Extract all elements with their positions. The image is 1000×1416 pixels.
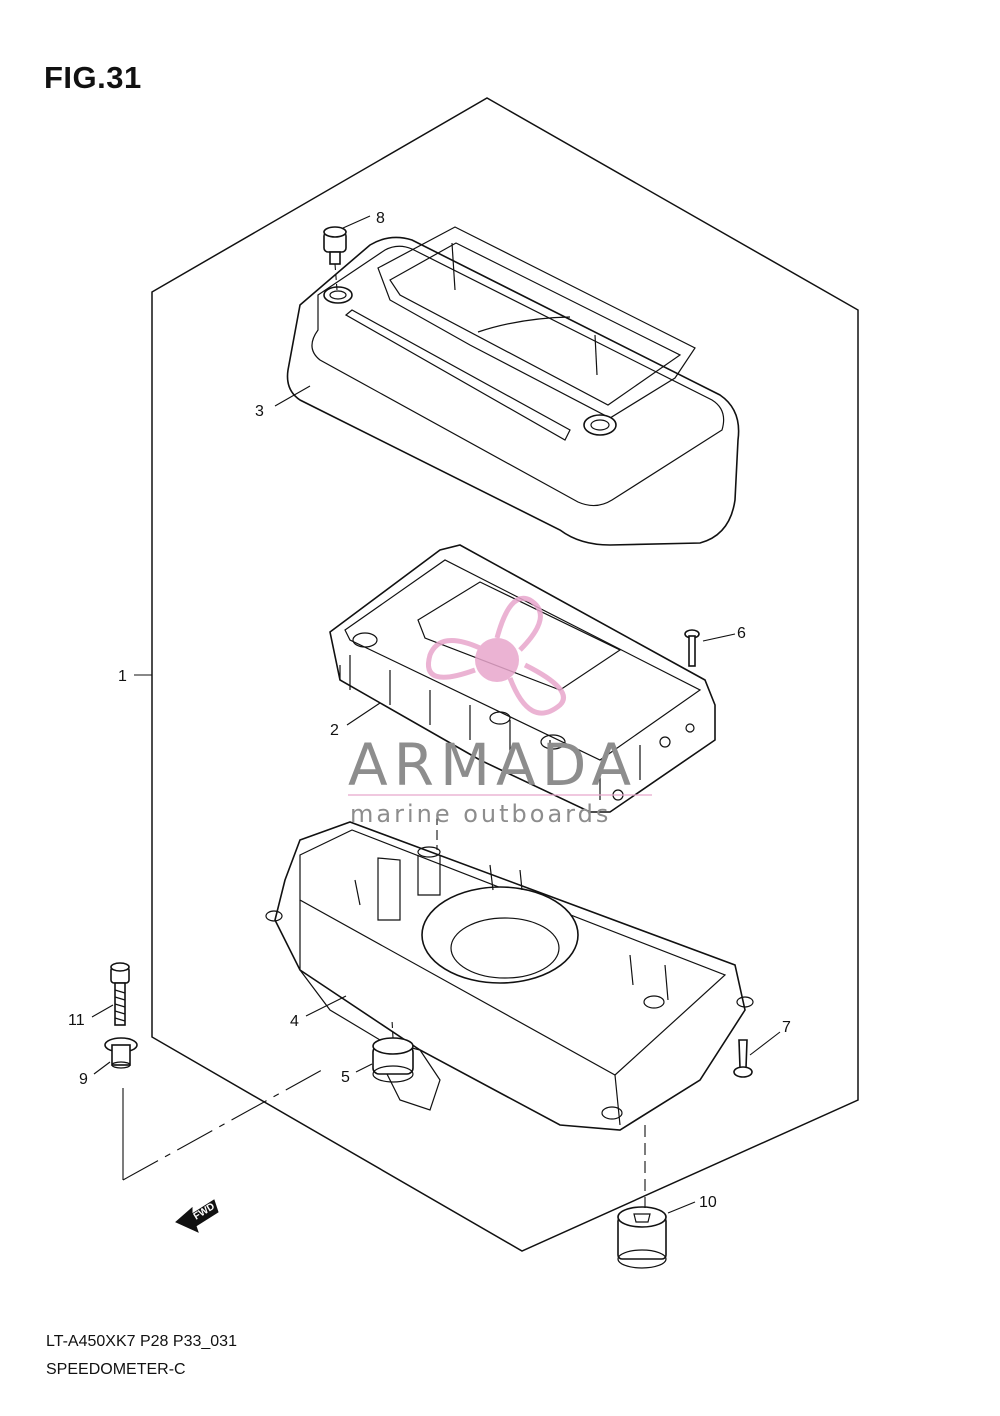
callout-11: 11 — [68, 1012, 85, 1029]
callout-3: 3 — [255, 403, 264, 420]
fwd-arrow-icon: FWD — [175, 1199, 219, 1233]
part-6-screw — [684, 629, 700, 667]
part-2-meter-unit — [329, 544, 716, 813]
callout-1: 1 — [118, 668, 127, 685]
part-10-cushion — [617, 1206, 667, 1269]
figure-code: LT-A450XK7 P28 P33_031 — [46, 1333, 237, 1350]
callout-4: 4 — [290, 1013, 299, 1030]
figure-name: SPEEDOMETER-C — [46, 1361, 186, 1378]
callout-5: 5 — [341, 1069, 350, 1086]
part-5-grommet — [372, 1019, 414, 1083]
part-4-meter-case — [265, 821, 754, 1131]
part-11-bolt — [110, 962, 130, 1026]
part-8-screw — [323, 226, 347, 291]
figure-title: FIG.31 — [44, 60, 142, 95]
callout-8: 8 — [376, 210, 385, 227]
watermark-logo — [426, 595, 566, 716]
part-3-meter-cover — [286, 226, 740, 546]
part-9-collar — [104, 1037, 138, 1069]
assembly-boundary — [151, 97, 859, 1252]
callout-7: 7 — [782, 1019, 791, 1036]
watermark-brand: ARMADA — [348, 731, 637, 799]
callout-9: 9 — [79, 1071, 88, 1088]
callout-6: 6 — [737, 625, 746, 642]
callout-10: 10 — [699, 1194, 717, 1211]
watermark-tagline: marine outboards — [350, 800, 611, 828]
part-7-screw — [733, 1039, 753, 1078]
callout-2: 2 — [330, 722, 339, 739]
